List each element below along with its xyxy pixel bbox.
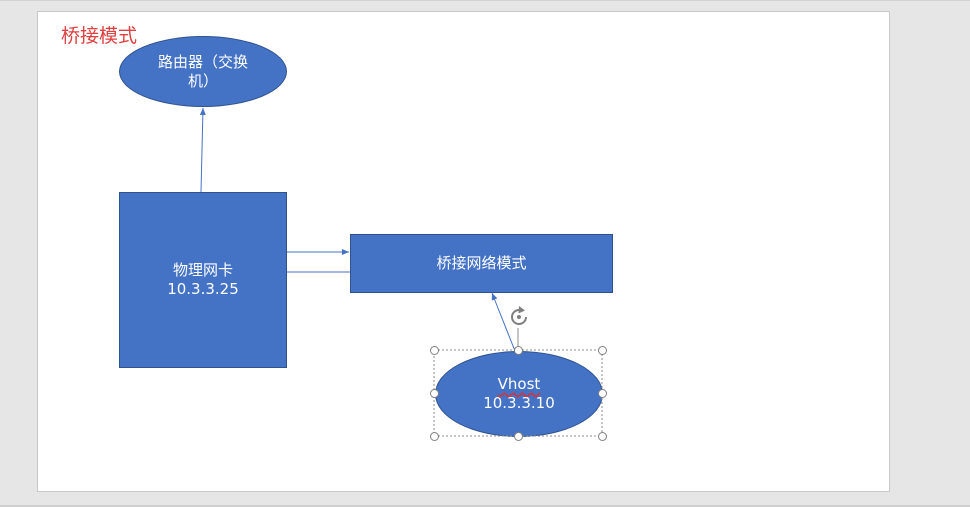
bottom-divider [0, 505, 970, 507]
top-divider [0, 0, 970, 1]
nic-ip-label: 10.3.3.25 [167, 280, 239, 298]
resize-handle-bottom[interactable] [514, 432, 523, 441]
resize-handle-left[interactable] [430, 389, 439, 398]
resize-handle-right[interactable] [598, 389, 607, 398]
router-ellipse[interactable]: 路由器（交换 机） [119, 36, 287, 107]
vhost-name-label: Vhost [497, 375, 541, 393]
nic-name-label: 物理网卡 [172, 261, 233, 279]
resize-handle-bottom-right[interactable] [598, 432, 607, 441]
physical-nic-box[interactable]: 物理网卡 10.3.3.25 [119, 192, 287, 368]
slide-title[interactable]: 桥接模式 [61, 25, 138, 47]
router-label-line1: 路由器（交换 [157, 52, 248, 71]
resize-handle-top-right[interactable] [598, 346, 607, 355]
resize-handle-top[interactable] [514, 346, 523, 355]
bridge-mode-box[interactable]: 桥接网络模式 [350, 234, 613, 293]
vhost-ellipse[interactable]: Vhost 10.3.3.10 [435, 351, 603, 437]
router-label-line2: 机） [187, 71, 218, 90]
resize-handle-top-left[interactable] [430, 346, 439, 355]
resize-handle-bottom-left[interactable] [430, 432, 439, 441]
vhost-ip-label: 10.3.3.10 [483, 394, 555, 412]
bridge-mode-label: 桥接网络模式 [436, 254, 527, 272]
